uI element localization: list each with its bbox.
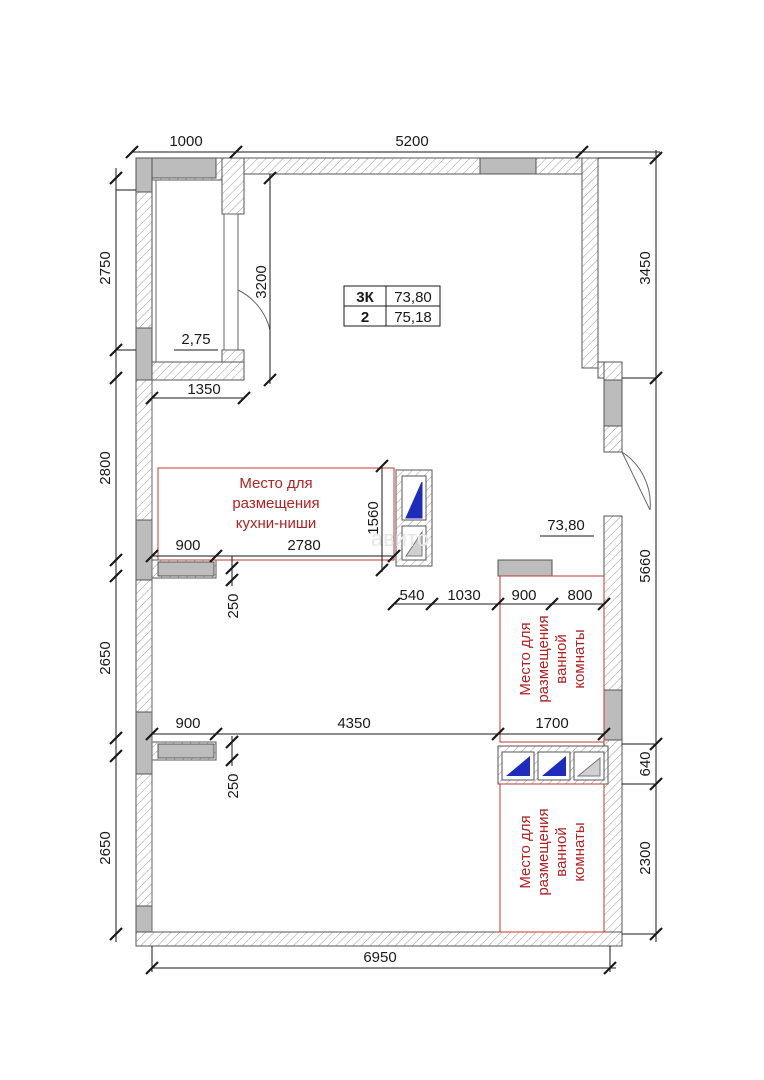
dim-row3-900: 900	[175, 715, 200, 732]
left-pier-1	[135, 519, 153, 581]
bath1-zone-line-4: комнаты	[571, 629, 588, 688]
left-pier-2	[135, 711, 153, 775]
dim-kitchen-1560: 1560	[365, 501, 382, 534]
kitchen-zone-line-1: Место для	[239, 475, 312, 492]
dim-row1-2780: 2780	[287, 537, 320, 554]
bath1-zone-line-3: ванной	[553, 634, 570, 683]
bathroom-column	[497, 559, 553, 577]
bath1-zone-line-1: Место для	[517, 622, 534, 695]
kitchen-zone	[157, 467, 395, 561]
dim-row3-4350: 4350	[337, 715, 370, 732]
badge-area-balcony: 75,18	[394, 309, 432, 326]
dim-row1-900: 900	[175, 537, 200, 554]
dim-right-3450: 3450	[637, 251, 654, 284]
dim-row2-1030: 1030	[447, 587, 480, 604]
partition-1-core	[157, 561, 215, 577]
badge-rooms: 3К	[356, 289, 374, 306]
area-badge: 3К 73,80 2 75,18	[343, 285, 441, 327]
badge-floor: 2	[361, 309, 369, 326]
kitchen-zone-line-2: размещения	[232, 495, 319, 512]
partition-2-core	[157, 743, 215, 759]
badge-area-total: 73,80	[394, 289, 432, 306]
dim-row3-1700: 1700	[535, 715, 568, 732]
zones: Место для размещения кухни-ниши Место дл…	[157, 467, 605, 933]
dim-top-balcony: 1000	[169, 133, 202, 150]
wall-balcony-bottom	[151, 361, 245, 381]
dim-left-2650b: 2650	[97, 831, 114, 864]
bath2-zone-line-4: комнаты	[571, 822, 588, 881]
bath1-zone-line-2: размещения	[535, 615, 552, 702]
wall-balcony-partition	[221, 157, 245, 215]
dim-row2-800: 800	[567, 587, 592, 604]
dim-right-2300: 2300	[637, 841, 654, 874]
column-right	[603, 379, 623, 427]
main-room-area: 73,80	[547, 517, 585, 534]
dim-right-5660: 5660	[637, 549, 654, 582]
dim-left-2750: 2750	[97, 251, 114, 284]
wall-right-upper	[581, 157, 599, 369]
wall-left	[135, 379, 153, 943]
dim-right-640: 640	[637, 751, 654, 776]
bath2-zone-line-1: Место для	[517, 815, 534, 888]
wall-bottom	[135, 931, 623, 947]
dim-balcony-3200: 3200	[253, 265, 270, 298]
dim-left-2650a: 2650	[97, 641, 114, 674]
bath2-zone-line-2: размещения	[535, 808, 552, 895]
dim-top-main: 5200	[395, 133, 428, 150]
dim-row2-900: 900	[511, 587, 536, 604]
watermark: авито	[371, 526, 429, 551]
column-balcony-top	[151, 157, 217, 179]
dimensions: 1000 5200 2750 2800 2650 2650 3450 5660 …	[97, 133, 663, 975]
balcony-column-2	[135, 327, 153, 381]
bath1-zone	[499, 575, 605, 743]
bath2-zone-line-3: ванной	[553, 827, 570, 876]
dim-row2-540: 540	[399, 587, 424, 604]
dim-left-2800: 2800	[97, 451, 114, 484]
dim-balcony-1350: 1350	[187, 381, 220, 398]
column-top	[479, 157, 537, 175]
dim-bottom-6950: 6950	[363, 949, 396, 966]
bath2-zone	[499, 783, 605, 933]
balcony-area: 2,75	[181, 331, 210, 348]
balcony-column-1	[135, 157, 153, 193]
dim-wall1-250: 250	[225, 593, 242, 618]
dim-wall2-250: 250	[225, 773, 242, 798]
kitchen-zone-line-3: кухни-ниши	[236, 515, 316, 532]
walls	[135, 157, 651, 947]
